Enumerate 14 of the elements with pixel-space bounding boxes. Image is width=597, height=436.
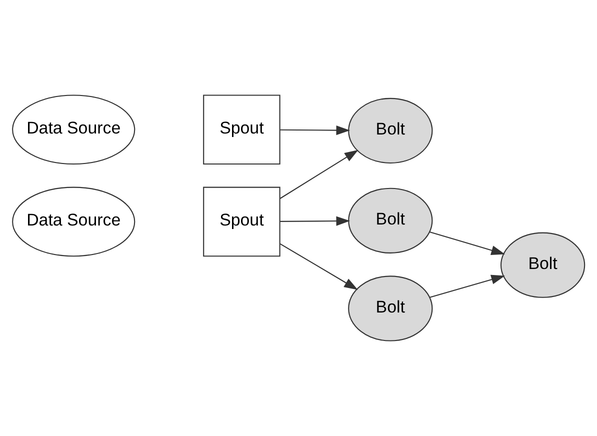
- node-ellipse: Bolt: [348, 276, 433, 342]
- arrow: [430, 231, 506, 255]
- node-ellipse: Bolt: [500, 232, 586, 298]
- arrow: [430, 274, 506, 298]
- node-ellipse: Bolt: [348, 188, 433, 254]
- node-ellipse: Data Source: [12, 94, 136, 165]
- node-ellipse: Bolt: [348, 98, 433, 164]
- node-box: Spout: [203, 94, 280, 165]
- arrow: [280, 150, 358, 199]
- node-ellipse: Data Source: [12, 186, 136, 257]
- arrow: [280, 216, 350, 226]
- arrow: [280, 243, 358, 290]
- arrow: [280, 125, 350, 136]
- node-box: Spout: [203, 186, 280, 257]
